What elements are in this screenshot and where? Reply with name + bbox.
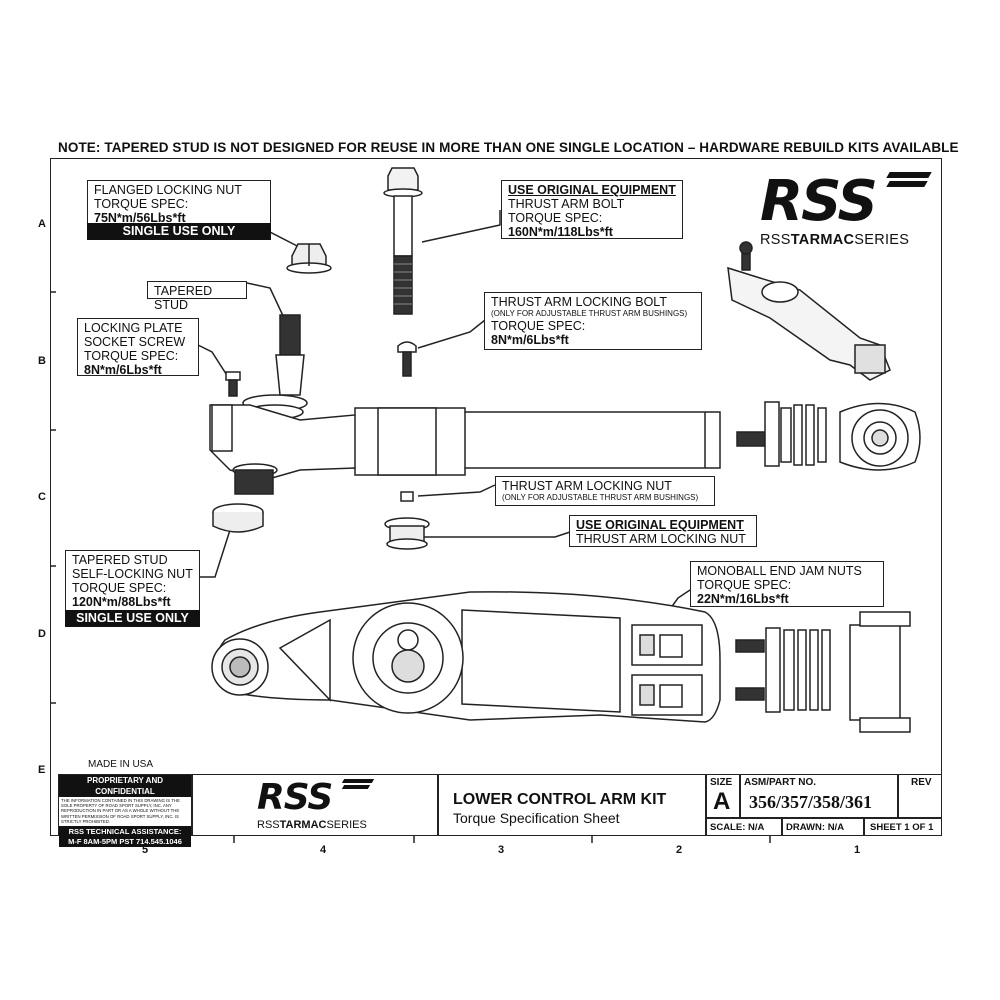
rss-logo-top: RSS RSSTARMACSERIES [760, 169, 932, 248]
monoball-end-exploded [736, 401, 921, 471]
size-cell: SIZE A [706, 774, 740, 818]
control-arm-top-view [211, 591, 911, 733]
part-number-label: ASM/PART NO. [744, 777, 817, 788]
col-label-4: 4 [320, 844, 327, 856]
drawing-subtitle: Torque Specification Sheet [453, 810, 620, 826]
proprietary-text: THE INFORMATION CONTAINED IN THIS DRAWIN… [61, 798, 180, 824]
callout-thrust-arm-locking-bolt: THRUST ARM LOCKING BOLT (ONLY FOR ADJUST… [484, 292, 702, 350]
row-label-c: C [38, 491, 46, 503]
callout-locking-plate-screw: LOCKING PLATE SOCKET SCREW TORQUE SPEC: … [77, 318, 199, 377]
tapered-stud [242, 314, 308, 420]
product-iso-image [727, 241, 891, 381]
col-label-3: 3 [498, 844, 505, 856]
callout-monoball-jam-nuts: MONOBALL END JAM NUTS TORQUE SPEC: 22N*m… [690, 561, 884, 607]
logo-stripe [886, 181, 928, 187]
thrust-arm-bolt [383, 167, 423, 315]
rss-logo-text-bottom: RSS [257, 777, 333, 818]
thrust-arm-locking-bolt [397, 341, 417, 377]
locking-plate-socket-screw [225, 371, 241, 397]
col-label-1: 1 [854, 844, 861, 856]
made-in-usa: MADE IN USA [88, 759, 154, 770]
single-use-badge-1: SINGLE USE ONLY [87, 223, 271, 240]
part-number-value: 356/357/358/361 [749, 792, 873, 812]
series-name: RSSTARMACSERIES [760, 232, 910, 248]
drawing-title: LOWER CONTROL ARM KIT [453, 791, 667, 808]
rss-logo-text: RSS [760, 169, 878, 234]
sheet-text: SHEET 1 OF 1 [870, 822, 934, 833]
part-number-cell: ASM/PART NO. 356/357/358/361 [740, 774, 898, 818]
proprietary-block: PROPRIETARY AND CONFIDENTIAL THE INFORMA… [58, 774, 192, 847]
control-arm-side-view [209, 404, 721, 495]
row-label-a: A [38, 218, 46, 230]
flanged-locking-nut [286, 243, 332, 274]
logo-stripe [341, 785, 371, 789]
row-label-d: D [38, 628, 46, 640]
col-label-5: 5 [142, 844, 149, 856]
rev-label: REV [911, 777, 932, 788]
col-label-2: 2 [676, 844, 683, 856]
callout-thrust-arm-locking-nut-oe: USE ORIGINAL EQUIPMENT THRUST ARM LOCKIN… [569, 515, 757, 547]
drawn-cell: DRAWN: N/A [782, 818, 864, 836]
scale-text: SCALE: N/A [710, 822, 765, 833]
thrust-arm-locking-nut-oe [384, 517, 430, 550]
callout-tapered-stud: TAPERED STUD [147, 281, 247, 312]
size-value: A [713, 788, 731, 815]
tapered-stud-self-locking-nut [212, 503, 264, 533]
reuse-note: NOTE: TAPERED STUD IS NOT DESIGNED FOR R… [58, 140, 959, 155]
rss-logo-bottom: RSS [257, 777, 377, 818]
tech-assistance: RSS TECHNICAL ASSISTANCE: M-F 8AM-5PM PS… [59, 826, 191, 847]
scale-cell: SCALE: N/A [706, 818, 782, 836]
row-label-b: B [38, 355, 46, 367]
single-use-badge-2: SINGLE USE ONLY [65, 610, 200, 627]
callout-thrust-arm-bolt: USE ORIGINAL EQUIPMENT THRUST ARM BOLT T… [501, 180, 683, 239]
thrust-arm-locking-nut-small [400, 491, 414, 502]
rev-cell: REV [898, 774, 942, 818]
logo-stripe [341, 779, 375, 783]
title-cell: LOWER CONTROL ARM KIT Torque Specificati… [438, 774, 706, 836]
callout-stud-self-locking-nut: TAPERED STUD SELF-LOCKING NUT TORQUE SPE… [65, 550, 200, 611]
proprietary-header: PROPRIETARY AND CONFIDENTIAL [59, 775, 191, 797]
logo-stripe [886, 172, 932, 178]
drawn-text: DRAWN: N/A [786, 822, 845, 833]
title-logo-cell: RSS RSSTARMACSERIES [192, 774, 438, 836]
callout-flanged-locking-nut: FLANGED LOCKING NUT TORQUE SPEC: 75N*m/5… [87, 180, 271, 225]
series-name-bottom: RSSTARMACSERIES [257, 819, 367, 831]
size-label: SIZE [710, 777, 733, 788]
callout-thrust-arm-locking-nut: THRUST ARM LOCKING NUT (ONLY FOR ADJUSTA… [495, 476, 715, 506]
sheet-cell: SHEET 1 OF 1 [864, 818, 942, 836]
row-label-e: E [38, 764, 46, 776]
